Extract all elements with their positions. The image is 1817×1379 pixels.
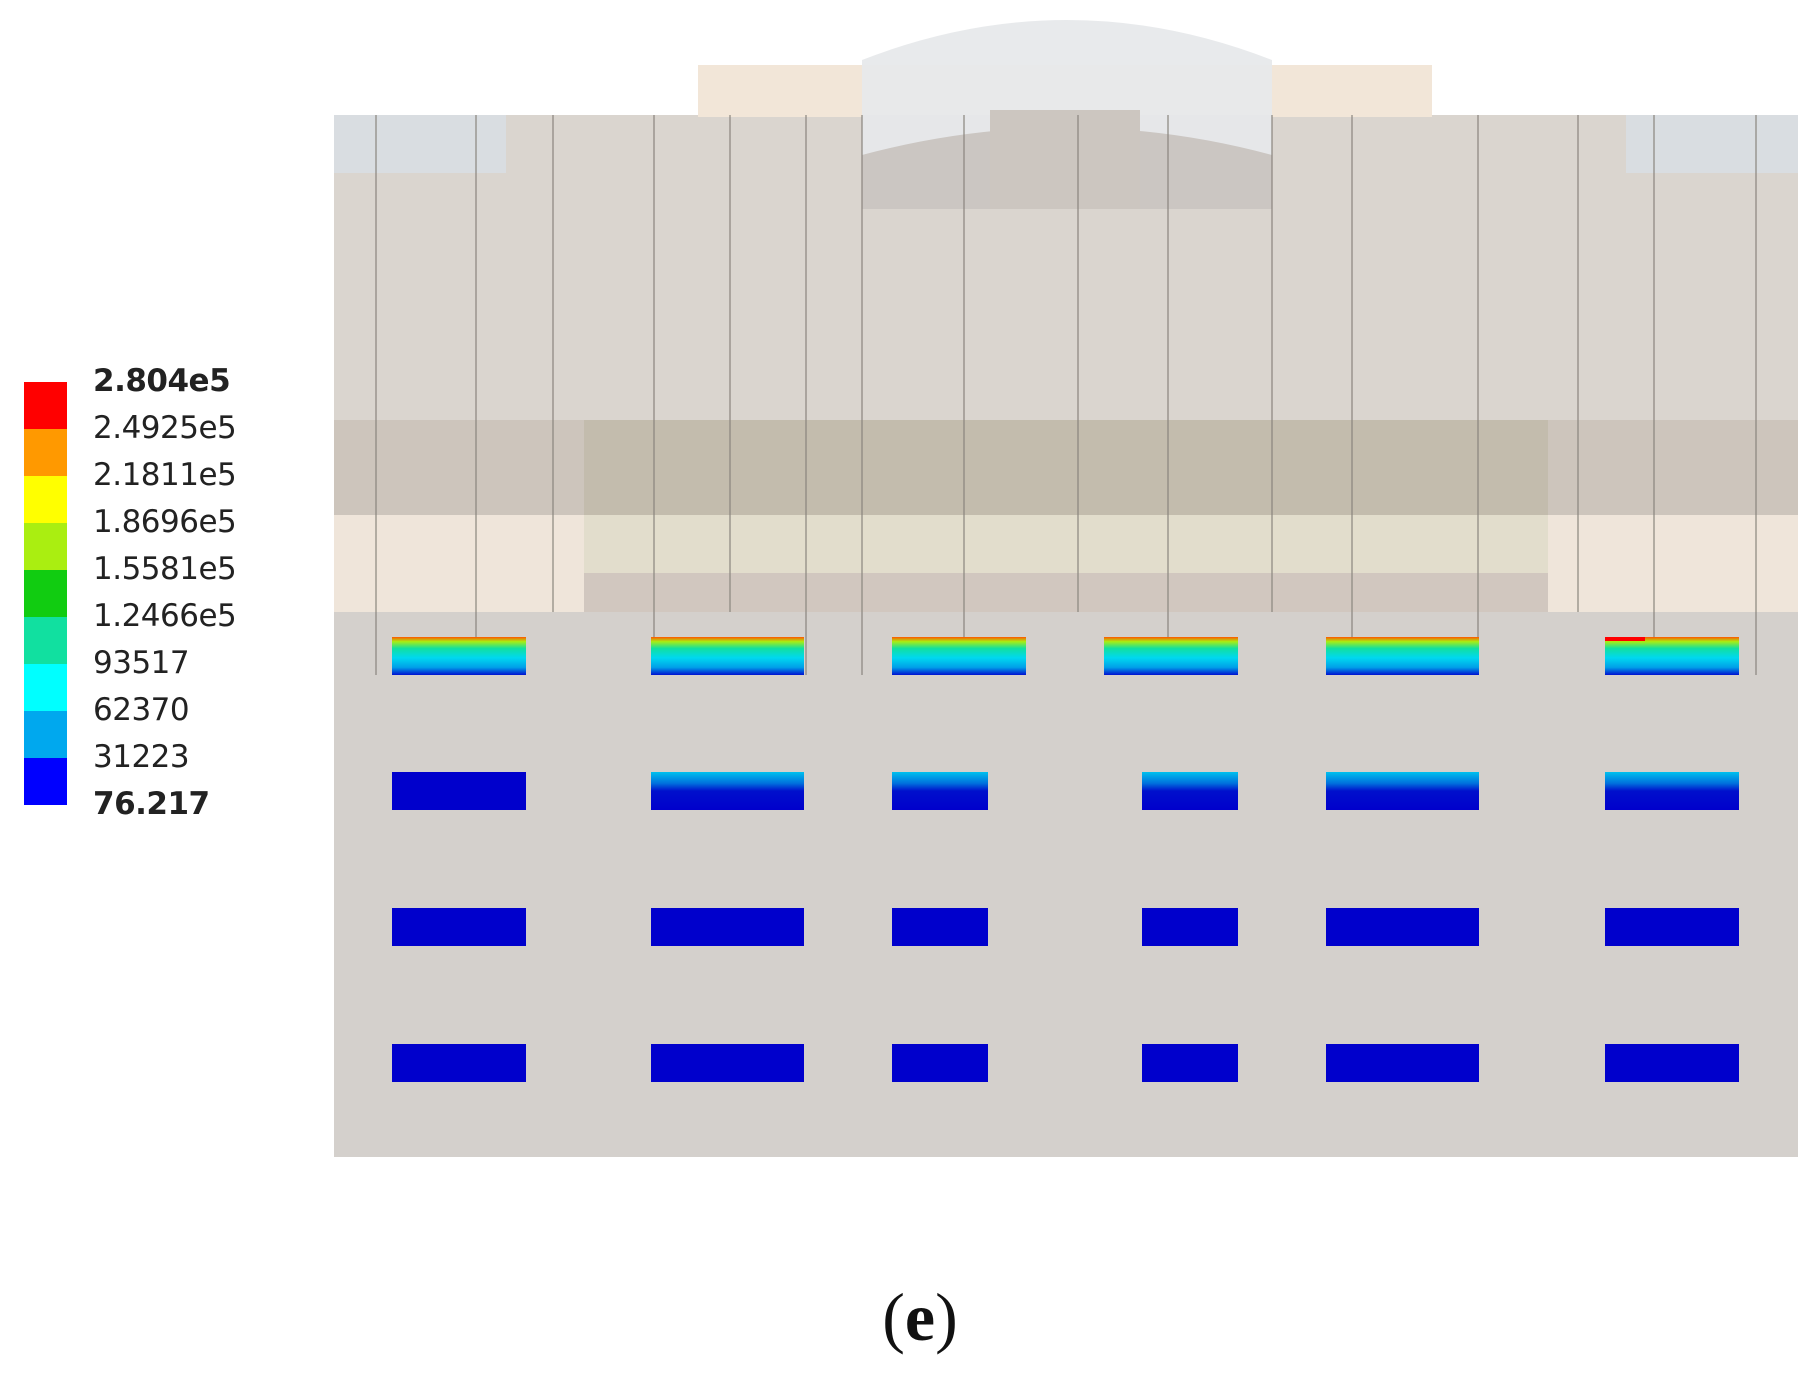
body-lower [334, 612, 1798, 1157]
section-contour [892, 637, 1026, 675]
rebar-row-4 [392, 1044, 1739, 1082]
legend-label: 31223 [93, 739, 190, 775]
section [1605, 908, 1739, 946]
legend-label: 1.2466e5 [93, 598, 237, 634]
center-band-light [584, 515, 1548, 573]
section [1326, 772, 1479, 810]
legend-label: 62370 [93, 692, 190, 728]
section-contour [1605, 637, 1739, 675]
center-band-bottom [584, 573, 1548, 612]
section [1605, 772, 1739, 810]
legend-swatch [24, 617, 67, 664]
rebar-row-1 [392, 637, 1739, 675]
section [1605, 1044, 1739, 1082]
legend-swatch [24, 429, 67, 476]
section [392, 1044, 526, 1082]
section [1326, 908, 1479, 946]
section-contour [651, 637, 804, 675]
section-contour [1326, 637, 1479, 675]
legend-label: 93517 [93, 645, 190, 681]
section [651, 772, 804, 810]
legend-max-label: 2.804e5 [93, 363, 231, 399]
section [651, 908, 804, 946]
legend-label: 1.5581e5 [93, 551, 237, 587]
center-band-dark [584, 420, 1548, 515]
legend-swatch [24, 382, 67, 429]
dome-core [990, 110, 1140, 209]
legend-swatch [24, 476, 67, 523]
legend-label: 1.8696e5 [93, 504, 237, 540]
corner-panel-right [1626, 115, 1798, 173]
section [651, 1044, 804, 1082]
rebar-row-3 [392, 908, 1739, 946]
peak-stress-mark [1605, 637, 1645, 641]
section [392, 772, 526, 810]
section-contour [392, 637, 526, 675]
section [892, 908, 988, 946]
section [1142, 908, 1238, 946]
legend-swatch [24, 570, 67, 617]
legend-swatch [24, 523, 67, 570]
legend-swatch [24, 664, 67, 711]
section [1142, 772, 1238, 810]
section [1142, 1044, 1238, 1082]
section-contour [1104, 637, 1238, 675]
vertical-lines [375, 115, 1757, 675]
section [892, 1044, 988, 1082]
corner-panel-left [334, 115, 506, 173]
section [392, 908, 526, 946]
legend-label: 2.1811e5 [93, 457, 237, 493]
section [892, 772, 988, 810]
legend-swatch [24, 711, 67, 758]
rebar-row-2 [392, 772, 1739, 810]
legend-label: 2.4925e5 [93, 410, 237, 446]
legend-min-label: 76.217 [93, 786, 210, 822]
figure-caption: (e) [882, 1279, 958, 1355]
legend-swatch [24, 758, 67, 805]
section [1326, 1044, 1479, 1082]
